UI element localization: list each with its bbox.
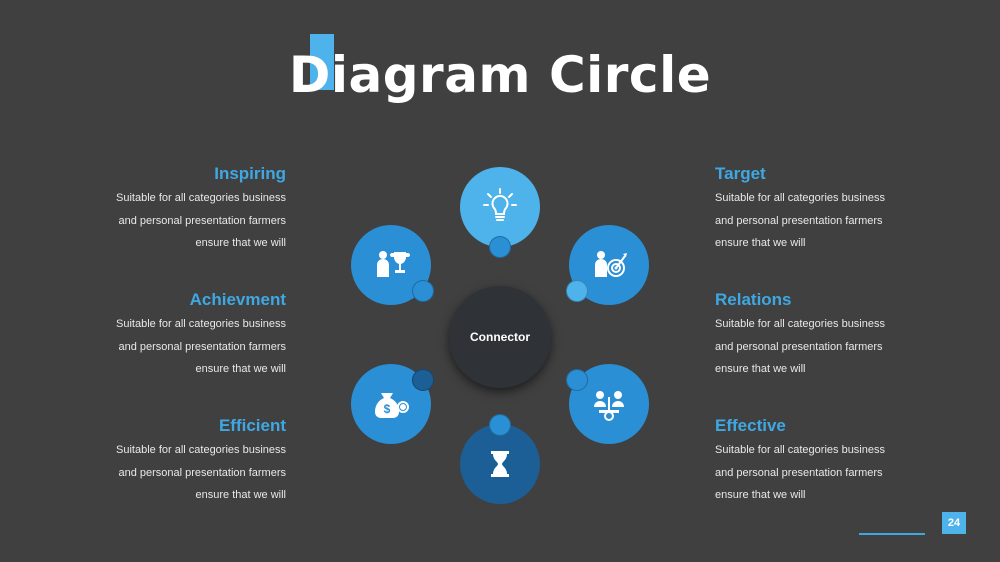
- page-number: 24: [942, 512, 966, 534]
- body-line: Suitable for all categories business: [715, 318, 885, 330]
- body-line: ensure that we will: [195, 237, 287, 249]
- body-line: and personal presentation farmers: [715, 214, 883, 227]
- businessman-trophy-icon: [377, 251, 410, 277]
- body-line: and personal presentation farmers: [118, 214, 286, 227]
- text-block-target: Target Suitable for all categories busin…: [715, 161, 925, 255]
- block-body: Suitable for all categories business and…: [76, 439, 286, 507]
- footer-divider: [859, 533, 925, 535]
- text-block-relations: Relations Suitable for all categories bu…: [715, 287, 925, 381]
- title-accent-bar: [310, 34, 334, 90]
- body-line: ensure that we will: [715, 363, 806, 375]
- body-line: and personal presentation farmers: [715, 466, 883, 479]
- connector-dot: [412, 369, 434, 391]
- body-line: and personal presentation farmers: [118, 466, 286, 479]
- connector-dot: [489, 236, 511, 258]
- connector-dot: [489, 414, 511, 436]
- svg-text:$: $: [384, 402, 391, 416]
- block-heading: Inspiring: [214, 164, 286, 183]
- block-heading: Relations: [715, 290, 792, 309]
- text-block-efficient: Efficient Suitable for all categories bu…: [76, 413, 286, 507]
- block-heading: Achievment: [189, 290, 286, 309]
- block-heading: Target: [715, 164, 766, 183]
- businessman-target-icon: [595, 251, 627, 277]
- body-line: Suitable for all categories business: [116, 192, 286, 204]
- body-line: Suitable for all categories business: [116, 444, 286, 456]
- block-body: Suitable for all categories business and…: [76, 313, 286, 381]
- body-line: ensure that we will: [715, 237, 806, 249]
- body-line: ensure that we will: [195, 489, 287, 501]
- body-line: Suitable for all categories business: [116, 318, 286, 330]
- body-line: ensure that we will: [715, 489, 806, 501]
- text-block-inspiring: Inspiring Suitable for all categories bu…: [76, 161, 286, 255]
- block-heading: Efficient: [218, 416, 286, 435]
- body-line: and personal presentation farmers: [715, 340, 883, 353]
- node-hourglass: [460, 424, 540, 504]
- connector-hub: Connector: [449, 286, 551, 388]
- money-bag-icon: $: [375, 393, 409, 418]
- hourglass-icon: [491, 451, 509, 477]
- lightbulb-icon: [483, 188, 517, 221]
- body-line: Suitable for all categories business: [715, 192, 885, 204]
- block-body: Suitable for all categories business and…: [715, 313, 925, 381]
- text-block-effective: Effective Suitable for all categories bu…: [715, 413, 925, 507]
- block-body: Suitable for all categories business and…: [76, 187, 286, 255]
- body-line: Suitable for all categories business: [715, 444, 885, 456]
- body-line: and personal presentation farmers: [118, 340, 286, 353]
- connector-dot: [566, 280, 588, 302]
- block-heading: Effective: [715, 416, 786, 435]
- body-line: ensure that we will: [195, 363, 287, 375]
- connector-dot: [566, 369, 588, 391]
- people-balance-icon: [594, 391, 624, 421]
- page-title: Diagram Circle: [288, 46, 712, 104]
- block-body: Suitable for all categories business and…: [715, 187, 925, 255]
- connector-dot: [412, 280, 434, 302]
- text-block-achievment: Achievment Suitable for all categories b…: [76, 287, 286, 381]
- block-body: Suitable for all categories business and…: [715, 439, 925, 507]
- node-lightbulb: [460, 167, 540, 247]
